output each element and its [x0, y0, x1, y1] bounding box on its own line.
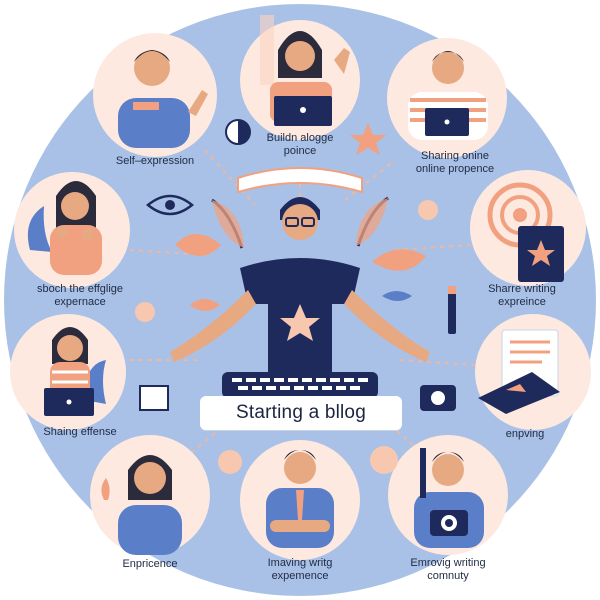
label-bottom-right-line1: Emrovig writing	[410, 557, 486, 569]
floating-icons	[135, 119, 456, 474]
label-top-right-line2: online propence	[415, 163, 495, 175]
person-circles	[10, 15, 591, 560]
label-bottom-center: Imaving writg expemence	[215, 557, 385, 583]
pencil-icon	[420, 448, 426, 498]
label-lower-right: enpving	[440, 428, 600, 441]
label-bottom-right-line2: comnuty	[427, 570, 469, 582]
person-bottom-right	[388, 435, 508, 555]
coin-icon	[418, 200, 438, 220]
eye-icon	[146, 194, 194, 216]
person-bottom-left	[90, 435, 210, 555]
person-top-center	[240, 15, 360, 140]
label-lower-right-text: enpving	[505, 428, 545, 440]
label-mid-left: sboch the effglige expernace	[0, 283, 165, 309]
label-mid-left-line2: expernace	[54, 296, 106, 308]
label-bottom-center-line2: expemence	[271, 570, 329, 582]
arc-band	[237, 167, 363, 194]
person-top-right	[387, 38, 507, 158]
label-top-center-line2: poince	[283, 145, 317, 157]
center-title: Starting a bllog	[236, 402, 366, 423]
label-mid-right-line2: expreince	[498, 296, 546, 308]
book-circle-right	[470, 170, 586, 286]
keyboard-icon	[222, 372, 378, 398]
label-top-right-line1: Sharing onine	[421, 150, 489, 162]
leaf-icon-left	[175, 234, 221, 256]
label-top-left: Self–expression	[70, 155, 240, 168]
label-bottom-left: Enpricence	[65, 558, 235, 571]
person-top-left	[93, 33, 217, 157]
label-bottom-center-line1: Imaving writg	[267, 557, 333, 569]
label-mid-right-line1: Sharre writing	[488, 283, 556, 295]
center-title-card: Starting a bllog	[200, 396, 402, 430]
label-mid-left-line1: sboch the effglige	[36, 283, 124, 295]
star-icon	[350, 123, 386, 155]
document-circle-right	[475, 314, 591, 430]
label-bottom-right: Emrovig writing comnuty	[363, 557, 533, 583]
label-mid-right: Sharre writing expreince	[437, 283, 600, 309]
person-bottom-center	[240, 440, 360, 560]
label-lower-left: Shaing effense	[0, 426, 165, 439]
label-top-right: Sharing onine online propence	[370, 150, 540, 176]
label-top-left-text: Self–expression	[115, 155, 195, 167]
leaf-icon-right	[372, 249, 426, 271]
person-lower-left	[10, 314, 126, 430]
central-blogger	[170, 197, 430, 398]
person-mid-left	[14, 172, 130, 288]
label-top-center-line1: Buildn alogge	[266, 132, 334, 144]
label-bottom-left-text: Enpricence	[122, 558, 178, 570]
label-top-center: Buildn alogge poince	[215, 132, 385, 158]
label-lower-left-text: Shaing effense	[43, 426, 117, 438]
